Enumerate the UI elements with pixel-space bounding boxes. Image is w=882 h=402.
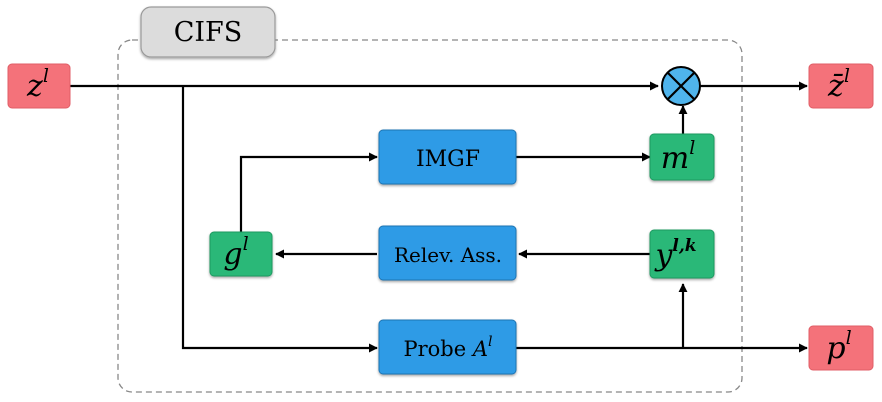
- node-p-output: pl: [808, 325, 874, 371]
- probe-sup: l: [488, 334, 492, 350]
- z-input-sup: l: [43, 65, 49, 87]
- svg-text:pl: pl: [826, 327, 851, 366]
- m-label: ml: [661, 137, 696, 176]
- node-g: [209, 231, 273, 277]
- imgf-box: [378, 129, 517, 185]
- node-m: [649, 133, 715, 181]
- probe-box: [378, 319, 517, 375]
- connectors: [70, 81, 808, 353]
- module-boundary: [117, 39, 743, 393]
- relevance-assessment-box: [378, 225, 517, 281]
- zbar-output-base: z̄: [827, 69, 844, 104]
- svg-text:z̄l: z̄l: [827, 65, 850, 104]
- probe-base: A: [471, 337, 488, 361]
- circled-times-icon: [661, 66, 701, 106]
- edge-g-to-imgf: [239, 152, 378, 232]
- z-input-base: z: [26, 69, 43, 104]
- g-label: gl: [223, 233, 248, 272]
- zbar-output-sup: l: [844, 65, 850, 87]
- g-base: g: [223, 237, 242, 272]
- relevance-assessment-label: Relev. Ass.: [394, 243, 502, 267]
- y-label: yl,k: [653, 236, 696, 273]
- y-base: y: [653, 238, 673, 273]
- node-z-input: zl: [7, 63, 71, 109]
- m-base: m: [661, 141, 689, 176]
- m-sup: l: [689, 137, 695, 159]
- p-output-sup: l: [846, 327, 852, 349]
- module-title: CIFS: [174, 17, 243, 48]
- node-y: [649, 229, 715, 279]
- module-title-tab: [140, 6, 276, 58]
- g-sup: l: [243, 233, 249, 255]
- y-sup: l,k: [672, 236, 696, 256]
- svg-text:zl: zl: [26, 65, 49, 104]
- node-zbar-output: z̄l: [808, 63, 874, 109]
- edge-z-to-probe: [181, 86, 378, 353]
- imgf-label: IMGF: [416, 147, 480, 172]
- probe-label: Probe Al: [403, 334, 492, 361]
- p-output-base: p: [826, 331, 845, 366]
- probe-text: Probe: [403, 337, 472, 361]
